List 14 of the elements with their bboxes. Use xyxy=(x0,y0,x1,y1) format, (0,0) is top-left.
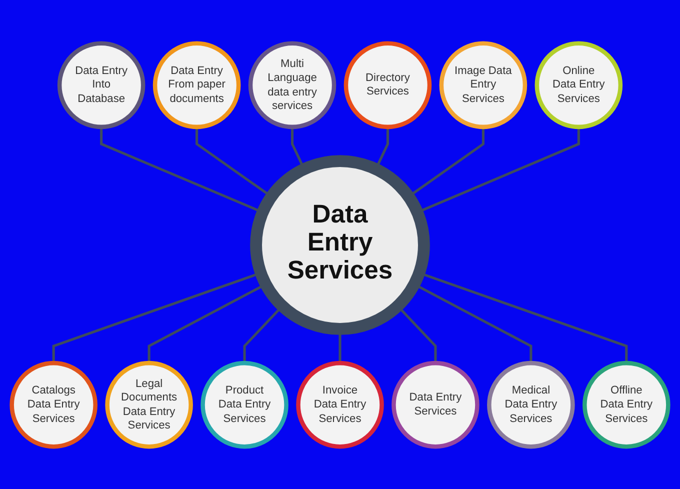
node-circle: Data Entry Services xyxy=(392,360,480,448)
node-circle: Data Entry Into Database xyxy=(57,40,146,129)
node-circle: Invoice Data Entry Services xyxy=(296,360,384,448)
node-circle: Multi Language data entry services xyxy=(248,40,336,129)
node-circle: Product Data Entry Services xyxy=(200,360,288,448)
node-circle: Data Entry Services xyxy=(250,154,430,334)
node-circle: Image Data Entry Services xyxy=(439,40,528,129)
node-circle: Catalogs Data Entry Services xyxy=(10,360,98,448)
node-circle: Offline Data Entry Services xyxy=(582,360,670,448)
node-circle: Directory Services xyxy=(344,40,432,129)
node-circle: Medical Data Entry Services xyxy=(487,360,575,448)
node-circle: Legal Documents Data Entry Services xyxy=(105,360,193,448)
node-circle: Online Data Entry Services xyxy=(534,40,623,129)
node-circle: Data Entry From paper documents xyxy=(152,40,241,129)
